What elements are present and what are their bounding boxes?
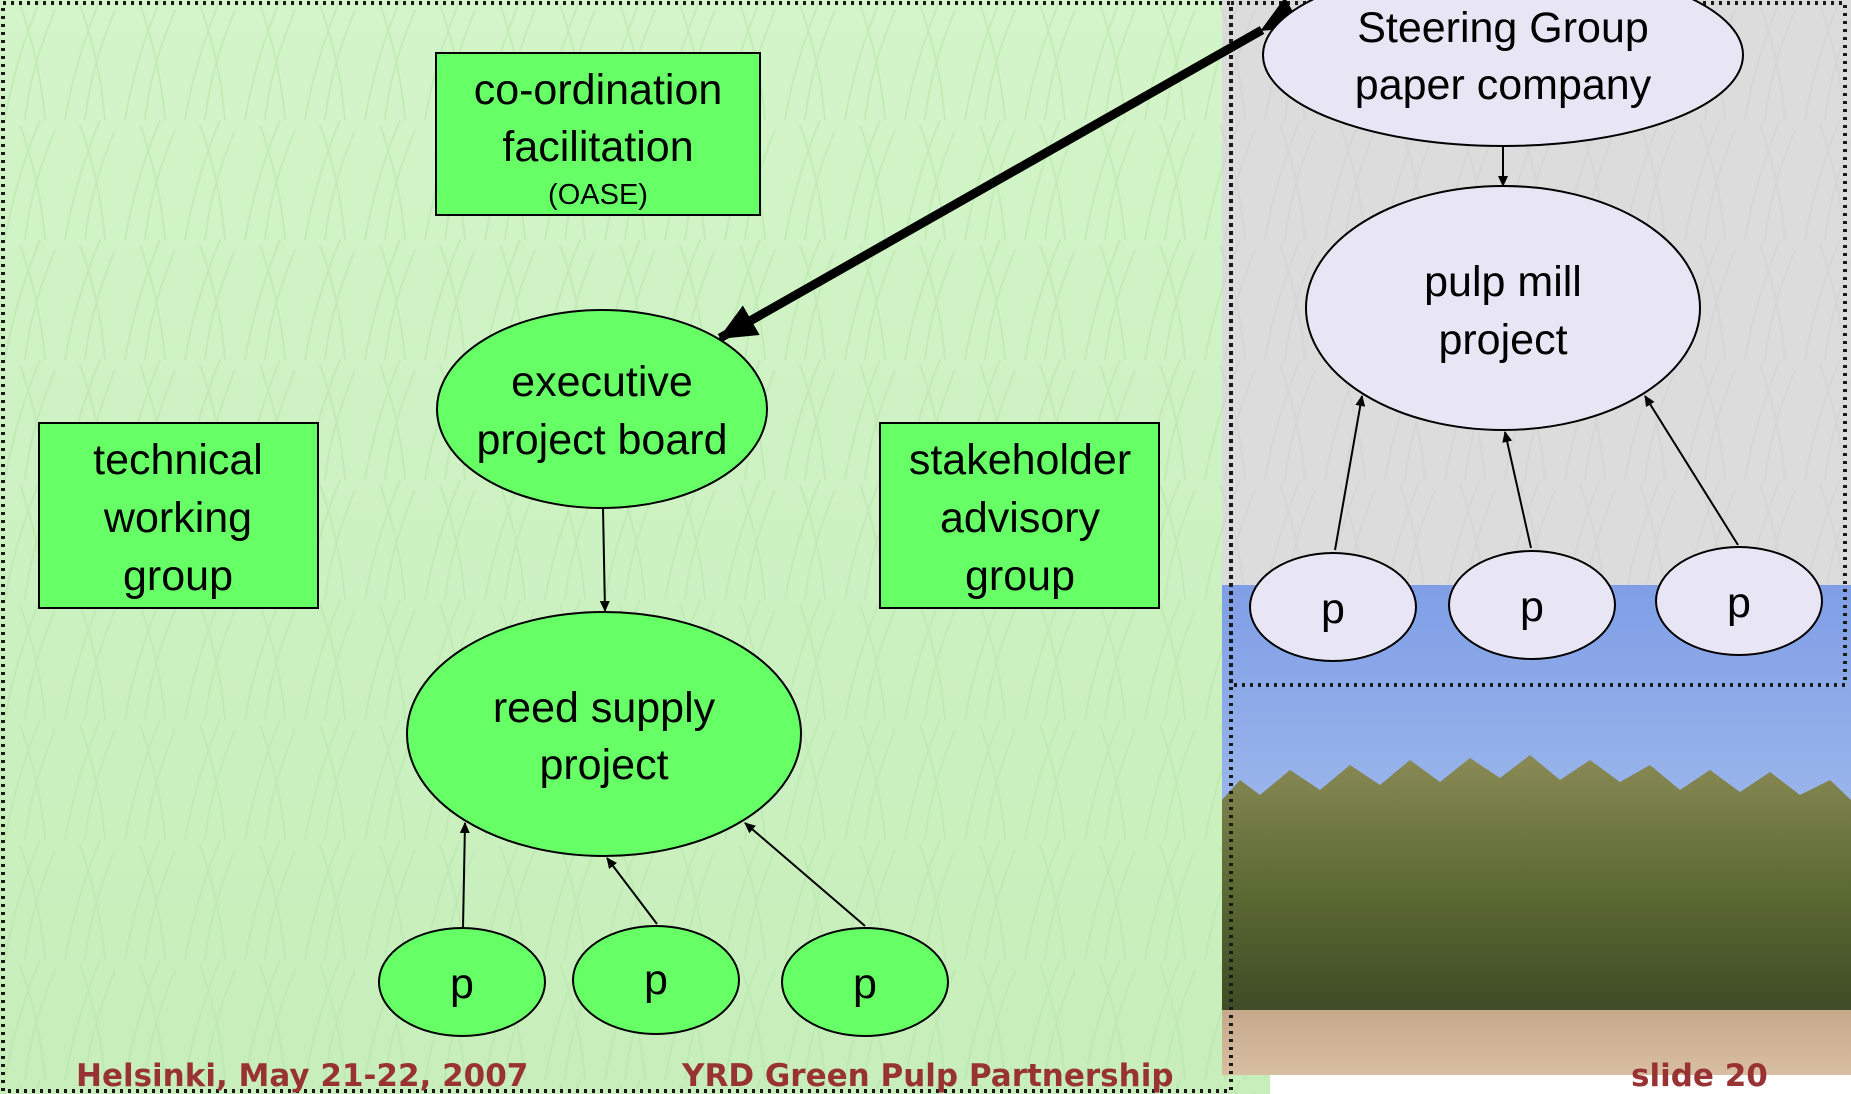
left-partner3-arrow xyxy=(744,822,866,927)
executive-board-node: executive project board xyxy=(436,309,768,509)
right-partner-node: p xyxy=(1655,546,1823,656)
steering-group-node: Steering Group paper company xyxy=(1262,0,1744,147)
reed-line2: project xyxy=(539,741,668,789)
steering-line2: paper company xyxy=(1355,61,1652,109)
left-partner-node: p xyxy=(572,925,740,1035)
stakeholder-line2: advisory xyxy=(940,494,1101,542)
technical-line2: working xyxy=(103,494,252,542)
stakeholder-advisory-group-box: stakeholder advisory group xyxy=(879,422,1160,609)
coordination-line3: (OASE) xyxy=(548,179,648,211)
executive-reed-arrow xyxy=(599,507,610,612)
left-partner-node: p xyxy=(781,927,949,1037)
left-dotted-frame xyxy=(1,1,1233,1093)
steering-executive-double-arrow xyxy=(717,0,1302,342)
coordination-box: co-ordination facilitation (OASE) xyxy=(435,52,761,216)
left-partner-label: p xyxy=(450,960,474,1008)
stakeholder-line1: stakeholder xyxy=(909,436,1131,484)
left-partner1-arrow xyxy=(459,822,470,929)
footer-slide-label: slide 20 xyxy=(1631,1058,1768,1094)
reed-supply-project-node: reed supply project xyxy=(406,611,802,857)
pulp-mill-project-node: pulp mill project xyxy=(1305,185,1701,431)
footer-partnership: YRD Green Pulp Partnership xyxy=(681,1058,1174,1094)
footer-location-date: Helsinki, May 21-22, 2007 xyxy=(76,1058,528,1094)
right-partner-node: p xyxy=(1448,550,1616,660)
left-partner-label: p xyxy=(853,960,877,1008)
executive-line2: project board xyxy=(477,416,728,464)
executive-line1: executive xyxy=(511,358,693,406)
right-partner-node: p xyxy=(1249,552,1417,662)
right-partner-label: p xyxy=(1321,585,1345,633)
technical-line1: technical xyxy=(93,436,263,484)
right-partner1-arrow xyxy=(1334,395,1366,551)
technical-line3: group xyxy=(123,552,233,600)
pulp-line1: pulp mill xyxy=(1424,258,1582,306)
steering-line1: Steering Group xyxy=(1357,4,1649,52)
coordination-line1: co-ordination xyxy=(474,66,723,114)
left-partner2-arrow xyxy=(606,857,658,925)
right-partner3-arrow xyxy=(1644,395,1739,546)
left-partner-node: p xyxy=(378,927,546,1037)
stakeholder-line3: group xyxy=(965,552,1075,600)
right-partner2-arrow xyxy=(1502,431,1532,549)
pulp-line2: project xyxy=(1438,316,1567,364)
reed-line1: reed supply xyxy=(493,684,716,732)
reed-photo xyxy=(1222,585,1851,1075)
coordination-line2: facilitation xyxy=(502,123,693,171)
technical-working-group-box: technical working group xyxy=(38,422,319,609)
right-partner-label: p xyxy=(1727,579,1751,627)
right-partner-label: p xyxy=(1520,583,1544,631)
left-partner-label: p xyxy=(644,956,668,1004)
